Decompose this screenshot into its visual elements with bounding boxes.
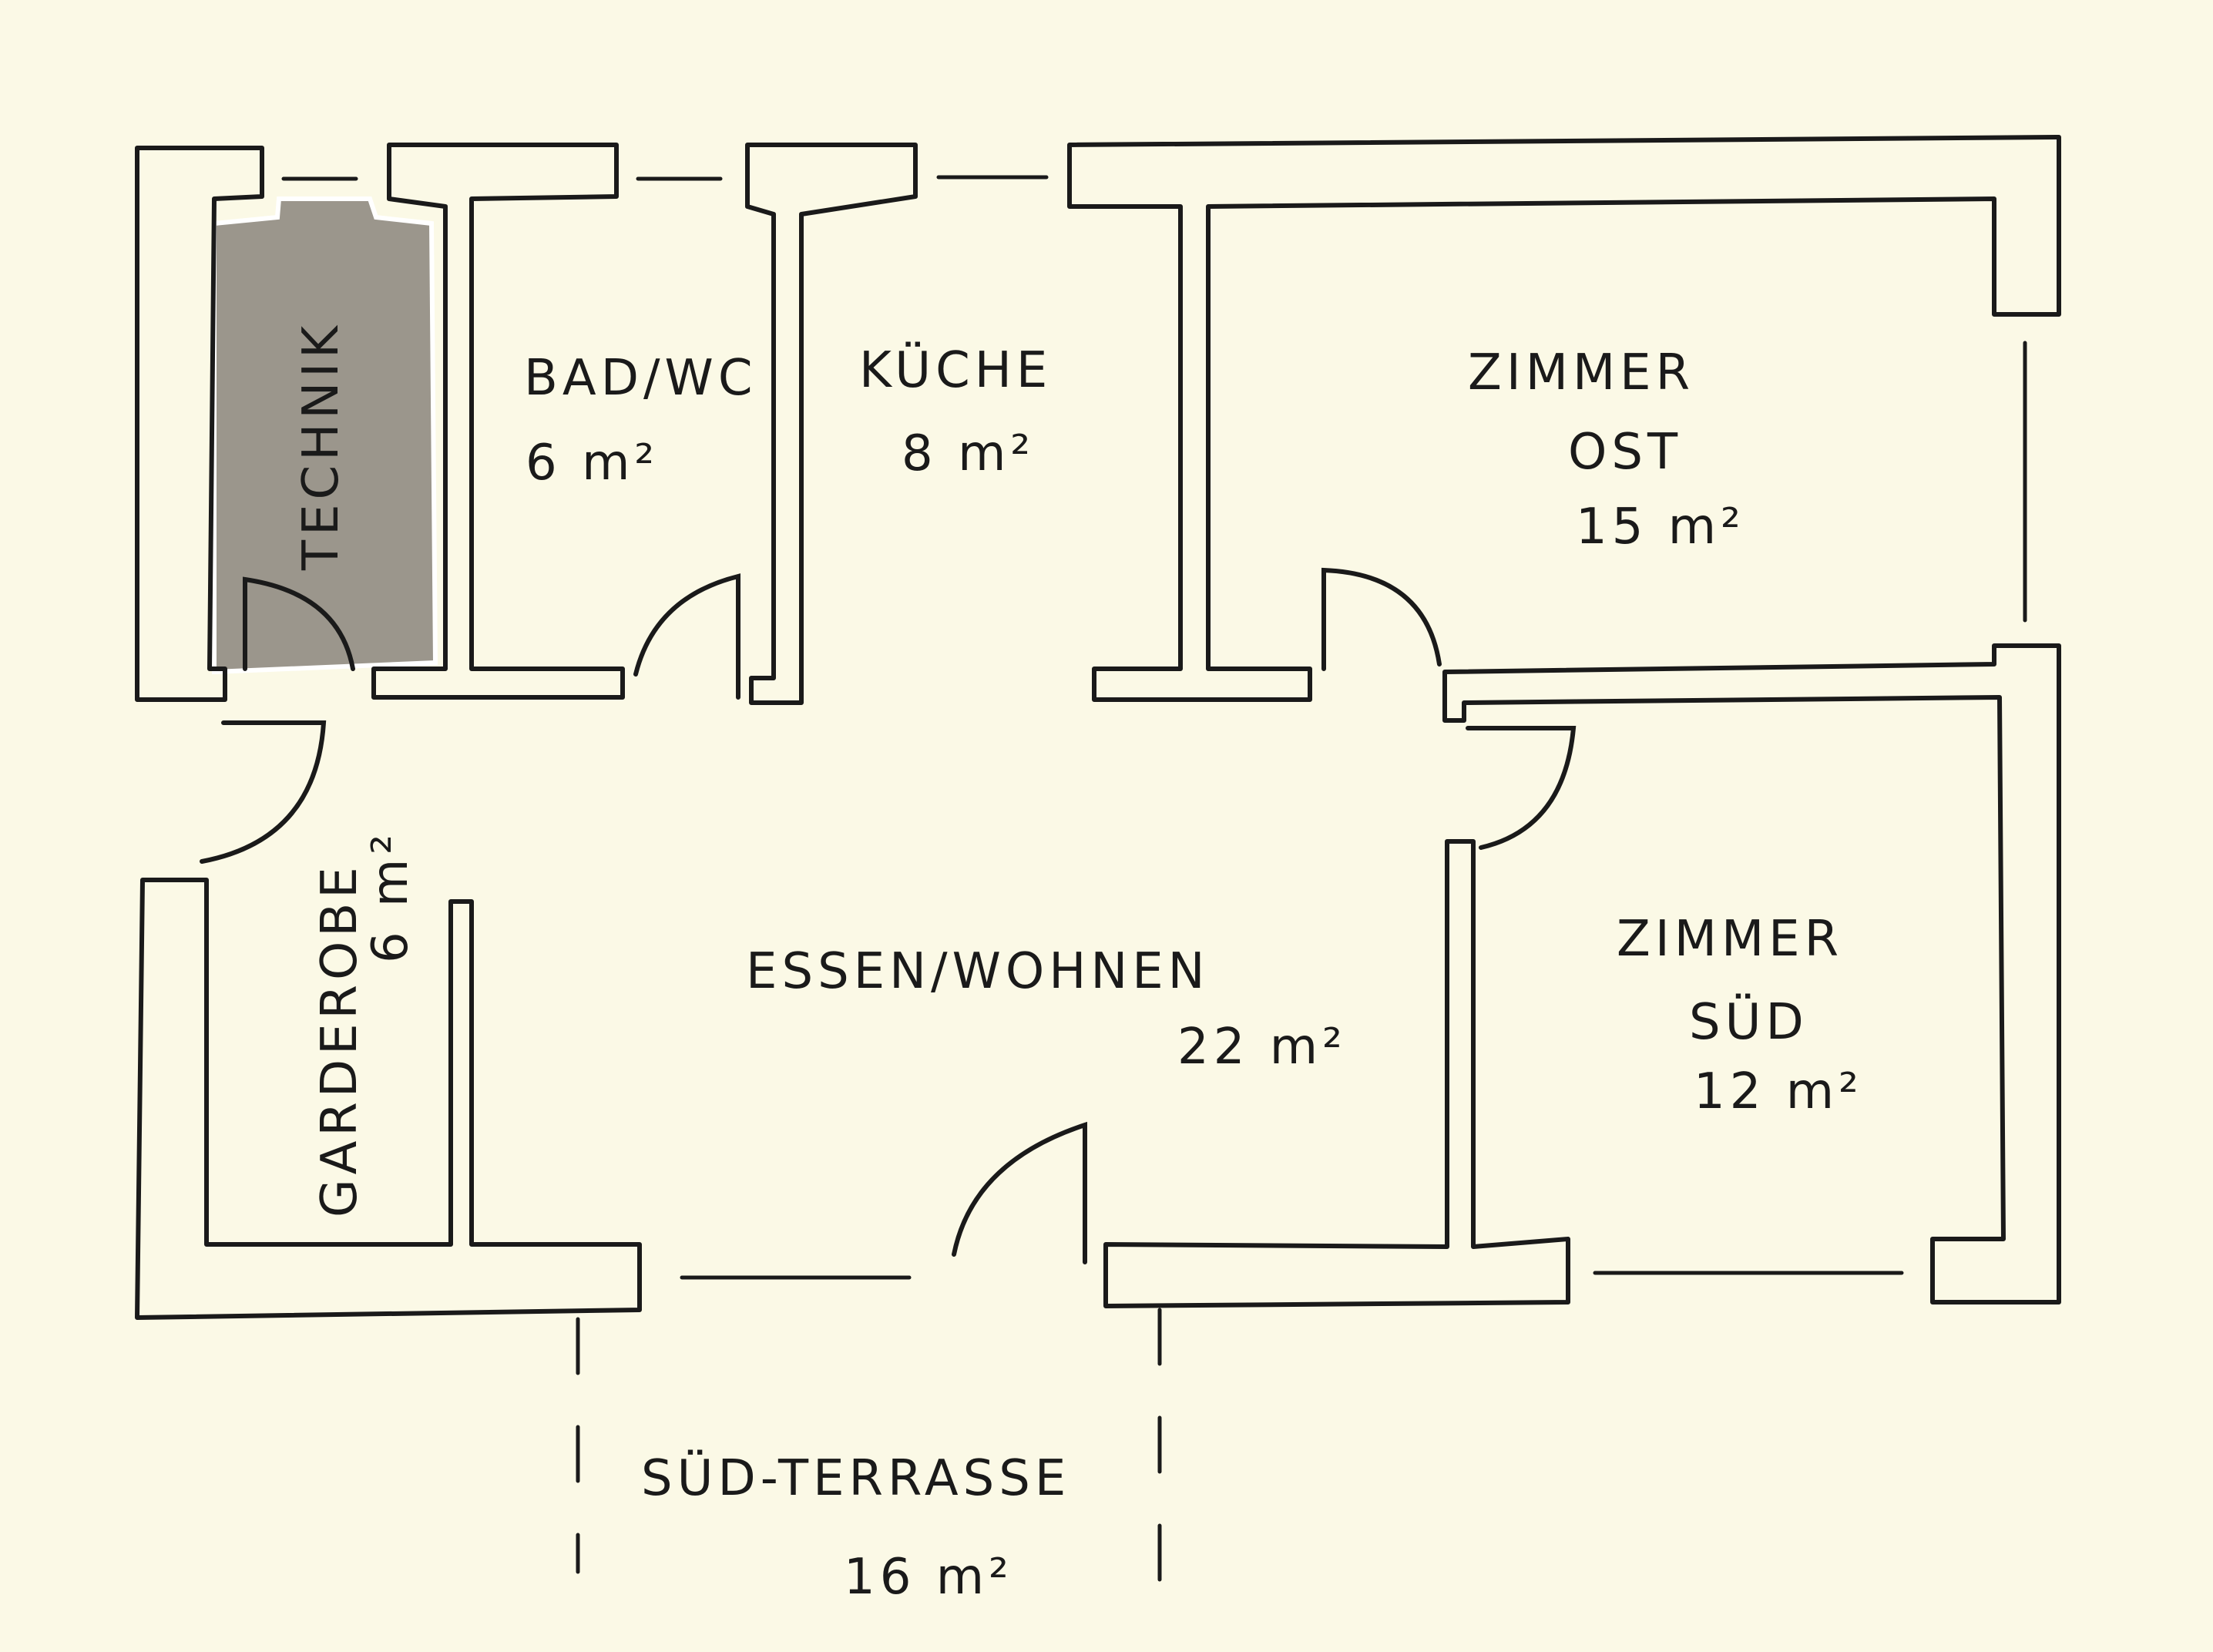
area-terrasse: 16 m² (844, 1549, 1013, 1606)
wall-wohnen-sued (1103, 839, 1570, 1308)
area-garderobe: 6 m² (362, 830, 419, 963)
label-terrasse: SÜD-TERRASSE (641, 1449, 1070, 1507)
technik-shading (212, 196, 438, 675)
door-bad (633, 573, 740, 700)
windows (281, 175, 2027, 1280)
area-wohnen: 22 m² (1177, 1019, 1347, 1076)
wall-technik-bad (371, 143, 625, 700)
door-terrasse (952, 1121, 1087, 1264)
room-labels: TECHNIK BAD/WC 6 m² KÜCHE 8 m² ZIMMER OS… (293, 321, 1863, 1606)
area-bad: 6 m² (526, 435, 659, 492)
wall-bad-kueche (745, 143, 918, 705)
label-bad: BAD/WC (524, 350, 757, 407)
wall-top-left (135, 146, 264, 702)
door-technik (243, 576, 355, 671)
label-wohnen: ESSEN/WOHNEN (746, 943, 1210, 1000)
label-kueche: KÜCHE (859, 341, 1052, 399)
wall-garderobe-left (135, 878, 642, 1320)
terrace-boundary (576, 1308, 1162, 1590)
label-ost-line2: OST (1568, 424, 1682, 481)
door-ost (1321, 567, 1442, 671)
label-ost-line1: ZIMMER (1468, 344, 1694, 401)
door-sued (1466, 726, 1577, 850)
label-garderobe: GARDEROBE (311, 862, 368, 1217)
walls (135, 135, 2061, 1320)
area-kueche: 8 m² (902, 425, 1035, 482)
door-garderobe (200, 720, 327, 864)
wall-top-right (1067, 135, 2061, 702)
label-sued-line2: SÜD (1689, 993, 1808, 1051)
doors (200, 567, 1577, 1264)
area-sued: 12 m² (1694, 1063, 1863, 1120)
wall-ost-sued (1442, 643, 2061, 1304)
area-ost: 15 m² (1576, 499, 1745, 556)
label-technik: TECHNIK (293, 321, 350, 571)
label-sued-line1: ZIMMER (1617, 911, 1843, 968)
